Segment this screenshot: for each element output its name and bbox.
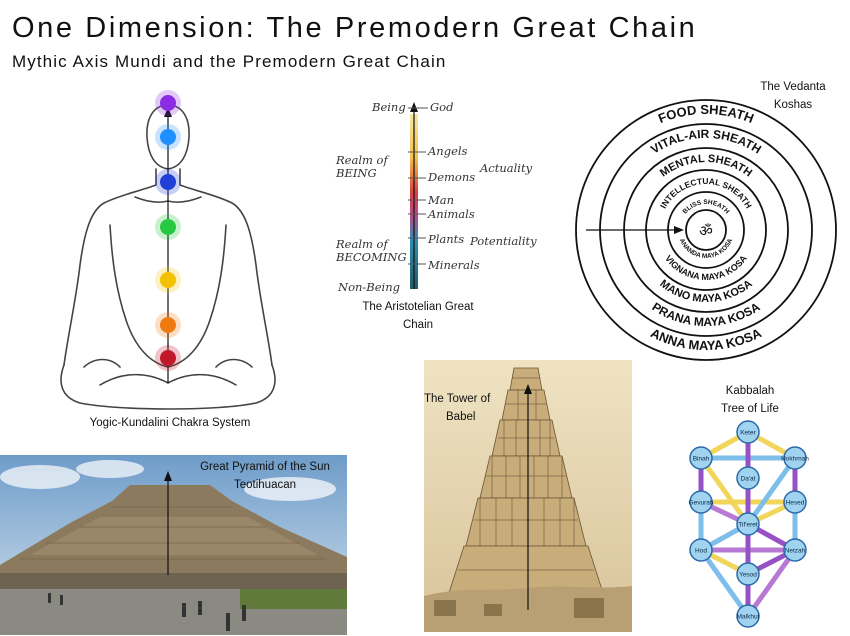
- chakra-throat: [160, 174, 176, 190]
- sephirah-label: Gevurah: [689, 500, 714, 507]
- sephirah-label: Keter: [740, 430, 756, 437]
- sephirah-label: Netzah: [785, 548, 806, 555]
- chain-level-plants: Plants: [428, 232, 464, 246]
- sephirah-label: Yesod: [739, 572, 757, 579]
- chain-level-minerals: Minerals: [428, 258, 480, 272]
- kosa-ananda: ANANDA MAYA KOSA: [678, 237, 735, 260]
- sheath-bliss: BLISS SHEATH: [682, 199, 731, 216]
- chain-level-god: God: [430, 100, 453, 114]
- chain-arrow-icon: [410, 102, 418, 112]
- chain-label-non-being: Non-Being: [338, 280, 400, 294]
- sephirah-label: Hod: [695, 548, 707, 555]
- kosha-arrow-icon: [674, 226, 684, 234]
- vedanta-koshas: FOOD SHEATH VITAL-AIR SHEATH MENTAL SHEA…: [572, 96, 840, 364]
- chakra-heart: [160, 219, 176, 235]
- svg-text:ANNA MAYA KOSA: ANNA MAYA KOSA: [648, 325, 764, 353]
- chain-label-being: Being: [372, 100, 406, 114]
- chakra-root: [160, 350, 176, 366]
- chain-label-actuality: Actuality: [480, 161, 532, 175]
- sephirah-label: Binah: [693, 456, 710, 463]
- svg-text:BLISS SHEATH: BLISS SHEATH: [682, 199, 731, 216]
- chain-level-man: Man: [428, 193, 454, 207]
- chakra-third-eye: [160, 129, 176, 145]
- chakra-figure: [40, 85, 305, 415]
- chain-label-realm-becoming-1: Realm of: [336, 237, 388, 251]
- chain-label-realm-being-1: Realm of: [336, 153, 388, 167]
- chain-label-realm-being-2: BEING: [336, 166, 377, 180]
- chain-level-demons: Demons: [428, 170, 475, 184]
- sephirah-label: Tif'eret: [738, 522, 758, 529]
- chain-level-animals: Animals: [428, 207, 475, 221]
- chain-level-angels: Angels: [428, 144, 467, 158]
- svg-text:ANANDA MAYA KOSA: ANANDA MAYA KOSA: [678, 237, 735, 260]
- chakra-caption: Yogic-Kundalini Chakra System: [70, 414, 270, 432]
- chakra-sacral: [160, 317, 176, 333]
- chakra-crown: [160, 95, 176, 111]
- sephirah-label: Da'at: [741, 476, 756, 483]
- page-subtitle: Mythic Axis Mundi and the Premodern Grea…: [12, 52, 446, 72]
- chakra-solar-plexus: [160, 272, 176, 288]
- svg-text:MENTAL SHEATH: MENTAL SHEATH: [658, 153, 754, 180]
- page-title: One Dimension: The Premodern Great Chain: [12, 12, 697, 45]
- chain-label-potentiality: Potentiality: [470, 234, 537, 248]
- kosa-anna: ANNA MAYA KOSA: [648, 325, 764, 353]
- sephirah-label: Hokhmah: [781, 456, 809, 463]
- sephirah-label: Hesed: [786, 500, 805, 507]
- sephirah-label: Malkhut: [737, 614, 760, 621]
- chain-label-realm-becoming-2: BECOMING: [336, 250, 407, 264]
- sheath-mental: MENTAL SHEATH: [658, 153, 754, 180]
- om-icon: ॐ: [699, 222, 713, 240]
